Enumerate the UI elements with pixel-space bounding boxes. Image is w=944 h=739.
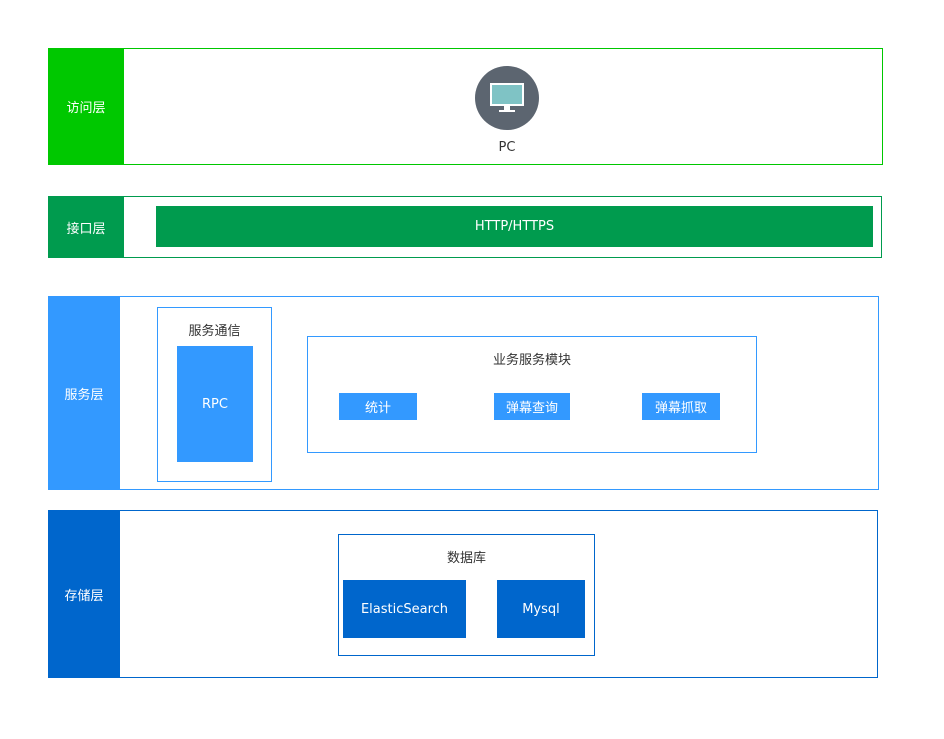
service-layer-label: 服务层	[48, 296, 120, 490]
access-layer-label: 访问层	[48, 48, 124, 165]
module-statistics: 统计	[339, 393, 417, 420]
module-danmaku-crawl: 弹幕抓取	[642, 393, 720, 420]
protocol-bar: HTTP/HTTPS	[156, 206, 873, 247]
database-group	[338, 534, 595, 656]
interface-layer-label: 接口层	[48, 196, 124, 258]
module-danmaku-query: 弹幕查询	[494, 393, 570, 420]
communication-title: 服务通信	[188, 324, 241, 339]
access-layer	[48, 48, 883, 165]
business-module-group	[307, 336, 757, 453]
database-title: 数据库	[446, 551, 486, 566]
storage-layer-label: 存储层	[48, 510, 120, 678]
business-module-title: 业务服务模块	[492, 353, 571, 368]
rpc-box: RPC	[177, 346, 253, 462]
monitor-icon	[475, 66, 539, 130]
mysql-box: Mysql	[497, 580, 585, 638]
elasticsearch-box: ElasticSearch	[343, 580, 466, 638]
client-label: PC	[498, 140, 516, 155]
communication-group	[157, 307, 272, 482]
